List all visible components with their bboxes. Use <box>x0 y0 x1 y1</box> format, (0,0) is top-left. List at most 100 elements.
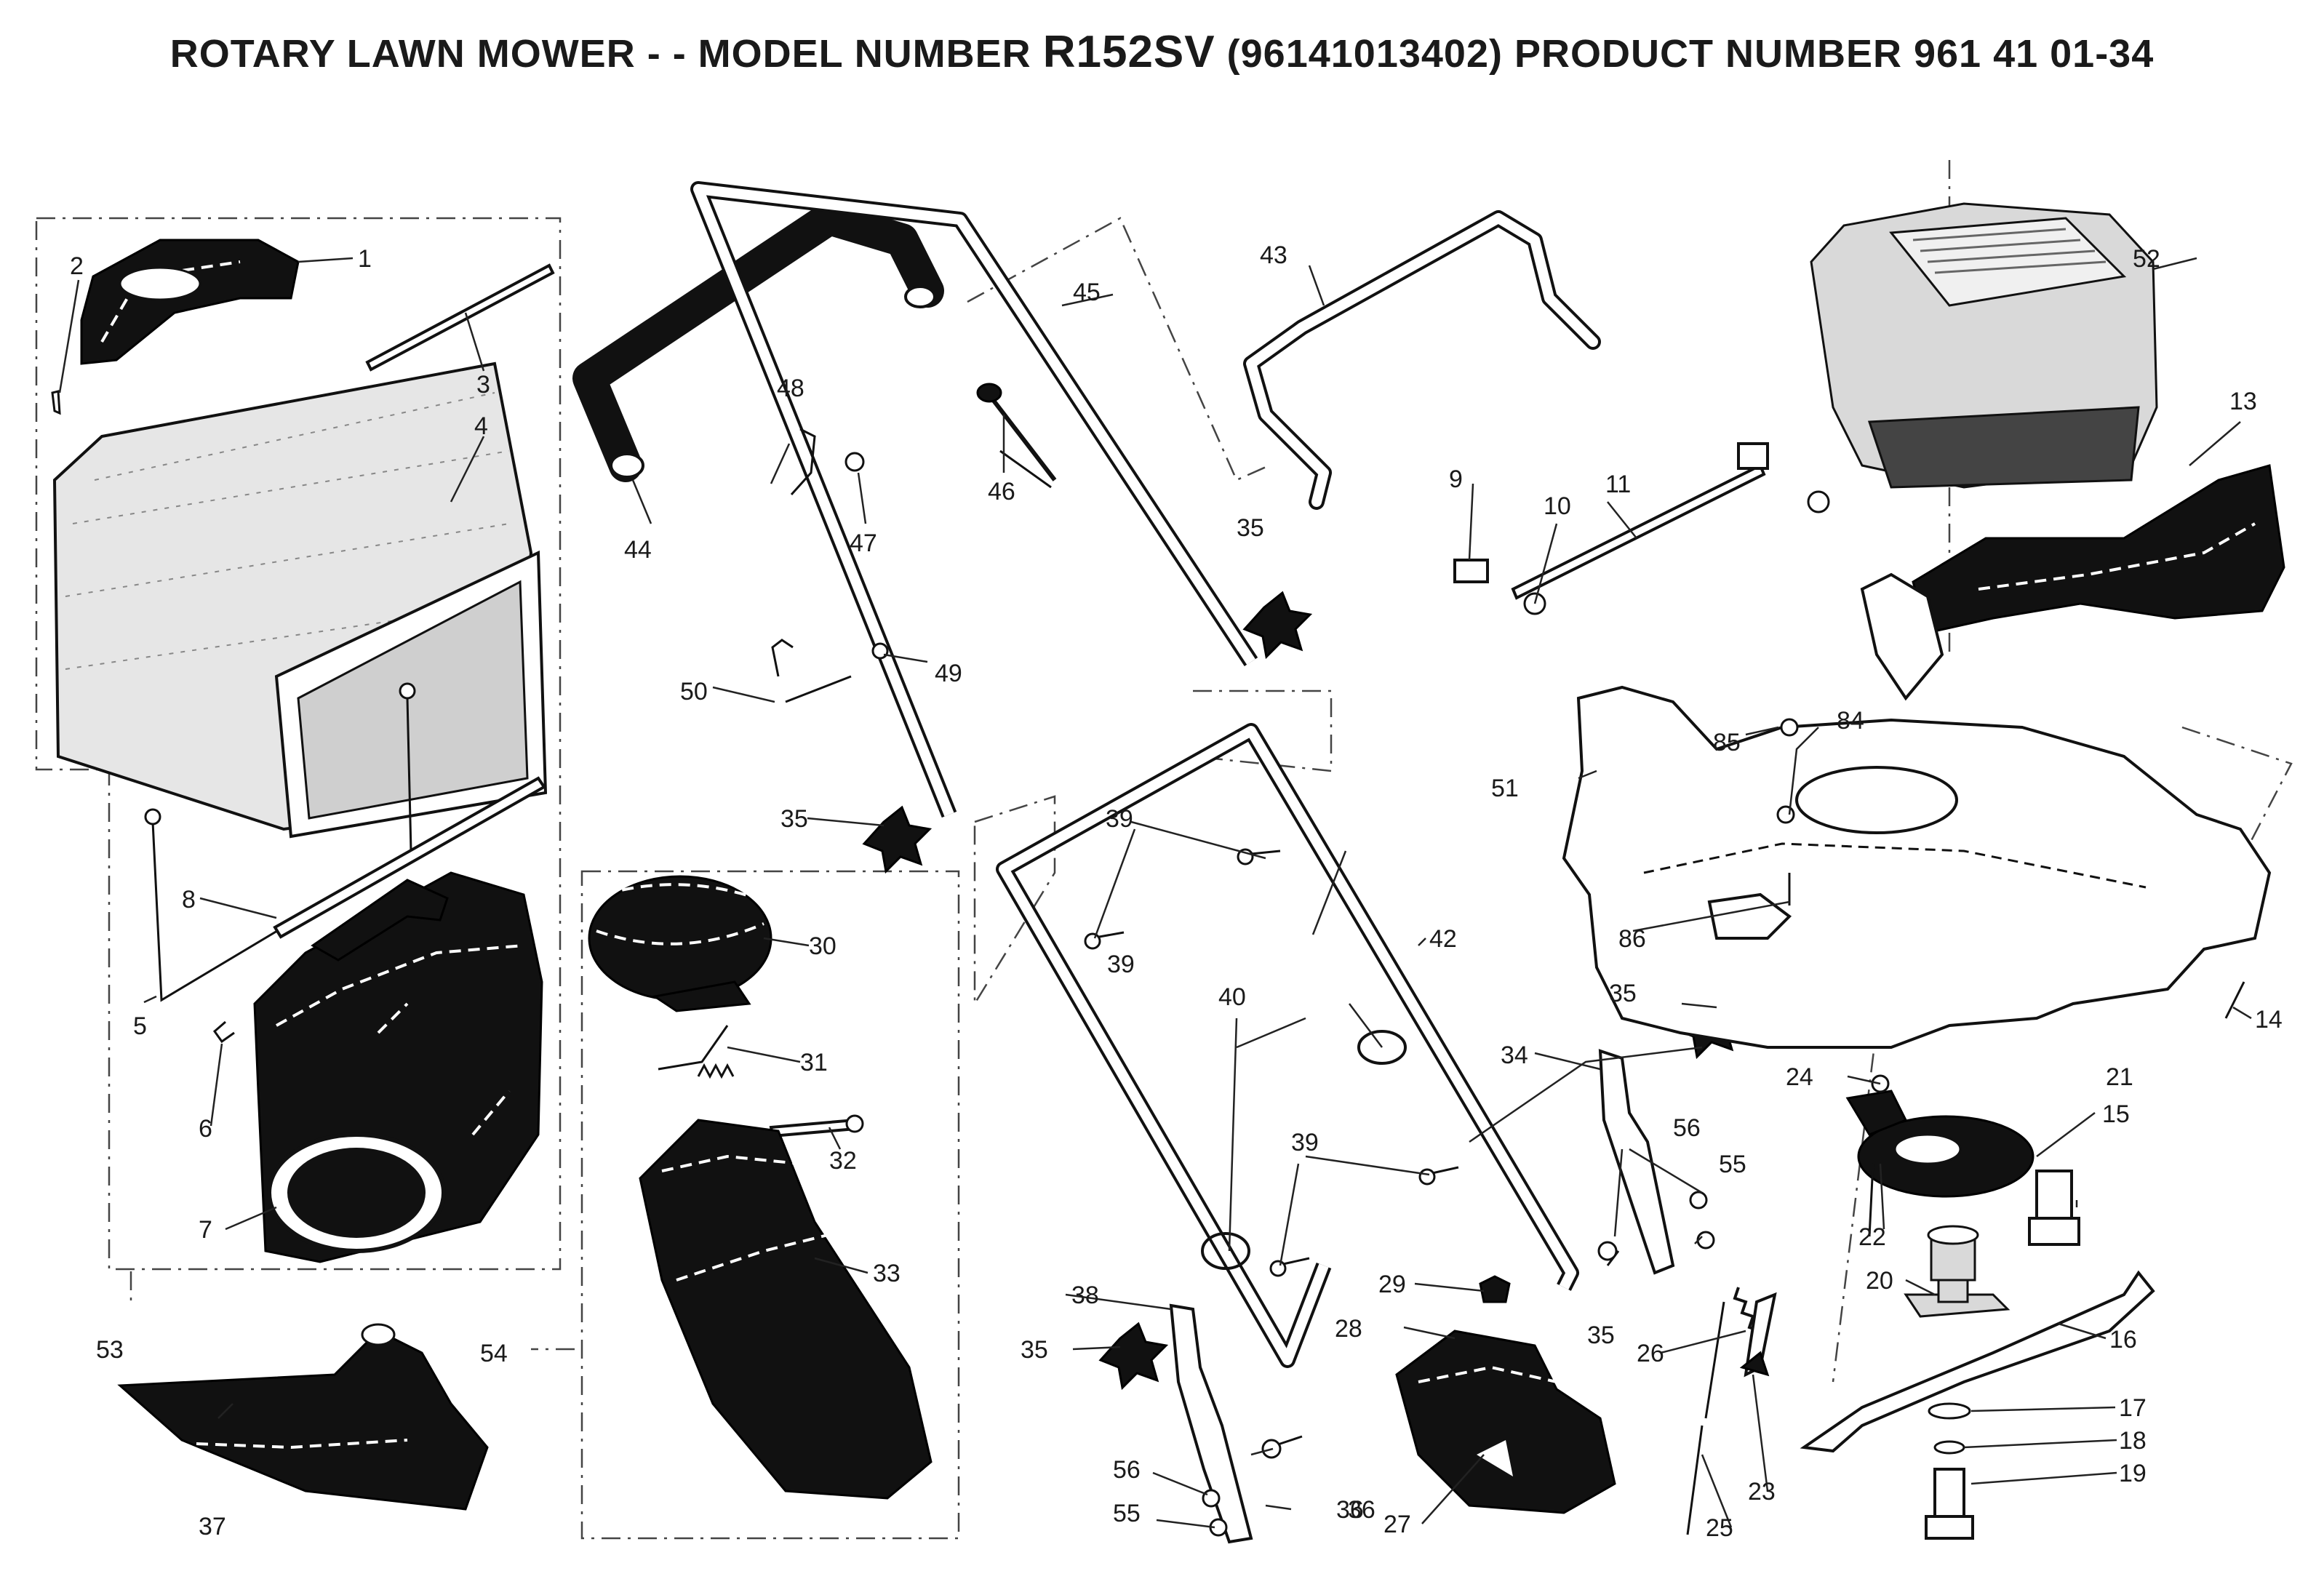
page-title: ROTARY LAWN MOWER - - MODEL NUMBER R152S… <box>0 26 2324 78</box>
callout: 4 <box>474 412 488 440</box>
part-32-pin <box>769 1114 864 1138</box>
part-4-grass-bag <box>52 361 548 839</box>
callout: 33 <box>873 1260 901 1287</box>
callout: 16 <box>2109 1326 2137 1354</box>
callout: 44 <box>624 536 652 564</box>
callout: 47 <box>850 529 877 557</box>
part-2-clip-pin <box>51 390 61 415</box>
callout: 84 <box>1837 707 1864 735</box>
part-9-10-11-axle <box>1453 442 1830 615</box>
part-38-height-bracket <box>1169 1303 1253 1544</box>
callout: 37 <box>199 1513 226 1540</box>
callout: 52 <box>2133 245 2160 273</box>
callout: 56 <box>1673 1114 1701 1142</box>
part-34-height-bracket <box>1598 1049 1675 1275</box>
callout: 39 <box>1106 805 1133 833</box>
part-47-48-50-hardware <box>771 428 889 703</box>
callout: 10 <box>1544 492 1571 520</box>
callout: 36 <box>1348 1496 1375 1524</box>
part-14-22-24-84-85-86-fasteners <box>1776 718 2245 1237</box>
part-21-baffle <box>1845 1090 2035 1198</box>
callout: 18 <box>2119 1427 2147 1455</box>
callout: 28 <box>1335 1315 1362 1343</box>
callout: 32 <box>829 1147 857 1175</box>
callout: 21 <box>2106 1063 2133 1091</box>
part-20-adapter <box>1904 1225 2010 1318</box>
leader-lines <box>58 257 2252 1529</box>
part-7-catcher-body <box>253 871 543 1263</box>
callout: 25 <box>1706 1514 1733 1542</box>
callout-labels: 1 2 3 4 5 6 7 8 9 10 11 13 14 15 16 17 1… <box>70 241 2283 1542</box>
callout: 20 <box>1866 1267 1893 1295</box>
part-51-deck <box>1562 572 2272 1049</box>
part-16-blade <box>1800 1270 2155 1453</box>
callout: 13 <box>2229 388 2257 415</box>
callout: 27 <box>1383 1511 1411 1538</box>
part-44-grip <box>572 201 944 482</box>
part-13-rear-shield <box>1912 464 2285 634</box>
callout: 48 <box>777 375 804 402</box>
callout: 31 <box>800 1049 828 1076</box>
callout: 26 <box>1637 1340 1664 1367</box>
callout: 23 <box>1748 1478 1776 1506</box>
part-8-rod <box>273 776 546 939</box>
model-number: R152SV <box>1042 27 1215 77</box>
callout: 45 <box>1073 279 1101 306</box>
callout: 30 <box>809 932 836 960</box>
callout: 34 <box>1501 1042 1528 1069</box>
part-3-rod <box>365 263 555 372</box>
callout: 17 <box>2119 1394 2147 1422</box>
callout: 36 <box>1336 1496 1364 1524</box>
callout: 54 <box>480 1340 508 1367</box>
part-17-18-19-washers-bolt <box>1925 1402 1974 1540</box>
part-30-chute-cap <box>588 875 772 1012</box>
callout: 35 <box>1237 514 1264 542</box>
callout: 38 <box>1071 1282 1099 1309</box>
part-upper-handle <box>690 181 1258 818</box>
callout: 42 <box>1429 925 1457 953</box>
part-31-spring <box>658 1025 735 1079</box>
callout: 50 <box>680 678 708 705</box>
callout: 40 <box>1218 983 1246 1011</box>
callout: 6 <box>199 1115 212 1143</box>
callout: 29 <box>1378 1271 1406 1298</box>
callout: 49 <box>935 660 962 687</box>
part-28-mulch-plug <box>1395 1275 1616 1514</box>
callout: 55 <box>1719 1151 1746 1178</box>
callout: 7 <box>199 1216 212 1244</box>
callout: 24 <box>1786 1063 1813 1091</box>
callout: 22 <box>1858 1223 1886 1251</box>
part-43-bail <box>1243 210 1601 510</box>
callout: 5 <box>133 1012 147 1040</box>
part-33-chute <box>639 1119 933 1500</box>
part-26-spring-assembly <box>1686 1287 1777 1535</box>
callout: 15 <box>2102 1100 2130 1128</box>
callout: 14 <box>2255 1006 2283 1034</box>
callout: 56 <box>1113 1456 1141 1484</box>
callout: 43 <box>1260 241 1287 269</box>
part-42-lower-handle <box>996 723 1579 1368</box>
part-15-bolt <box>2028 1170 2080 1246</box>
callout: 35 <box>1609 980 1637 1007</box>
callout: 35 <box>780 805 808 833</box>
callout: 55 <box>1113 1500 1141 1527</box>
part-40-clips <box>1201 1030 1407 1270</box>
callout: 11 <box>1605 471 1631 498</box>
part-37-deflector <box>117 1323 489 1511</box>
part-52-engine <box>1810 202 2158 489</box>
callout: 85 <box>1713 729 1741 756</box>
callout: 3 <box>476 371 490 399</box>
callout: 9 <box>1449 465 1463 493</box>
callout: 39 <box>1107 951 1135 978</box>
callout: 35 <box>1587 1322 1615 1349</box>
callout: 35 <box>1021 1336 1048 1364</box>
callout: 39 <box>1291 1129 1319 1156</box>
part-6-clip <box>212 1020 235 1044</box>
callout: 51 <box>1491 775 1519 802</box>
callout: 53 <box>96 1336 124 1364</box>
callout: 1 <box>358 245 372 273</box>
callout: 2 <box>70 252 84 280</box>
title-prefix: ROTARY LAWN MOWER - - MODEL NUMBER <box>169 32 1031 76</box>
callout: 86 <box>1618 925 1646 953</box>
